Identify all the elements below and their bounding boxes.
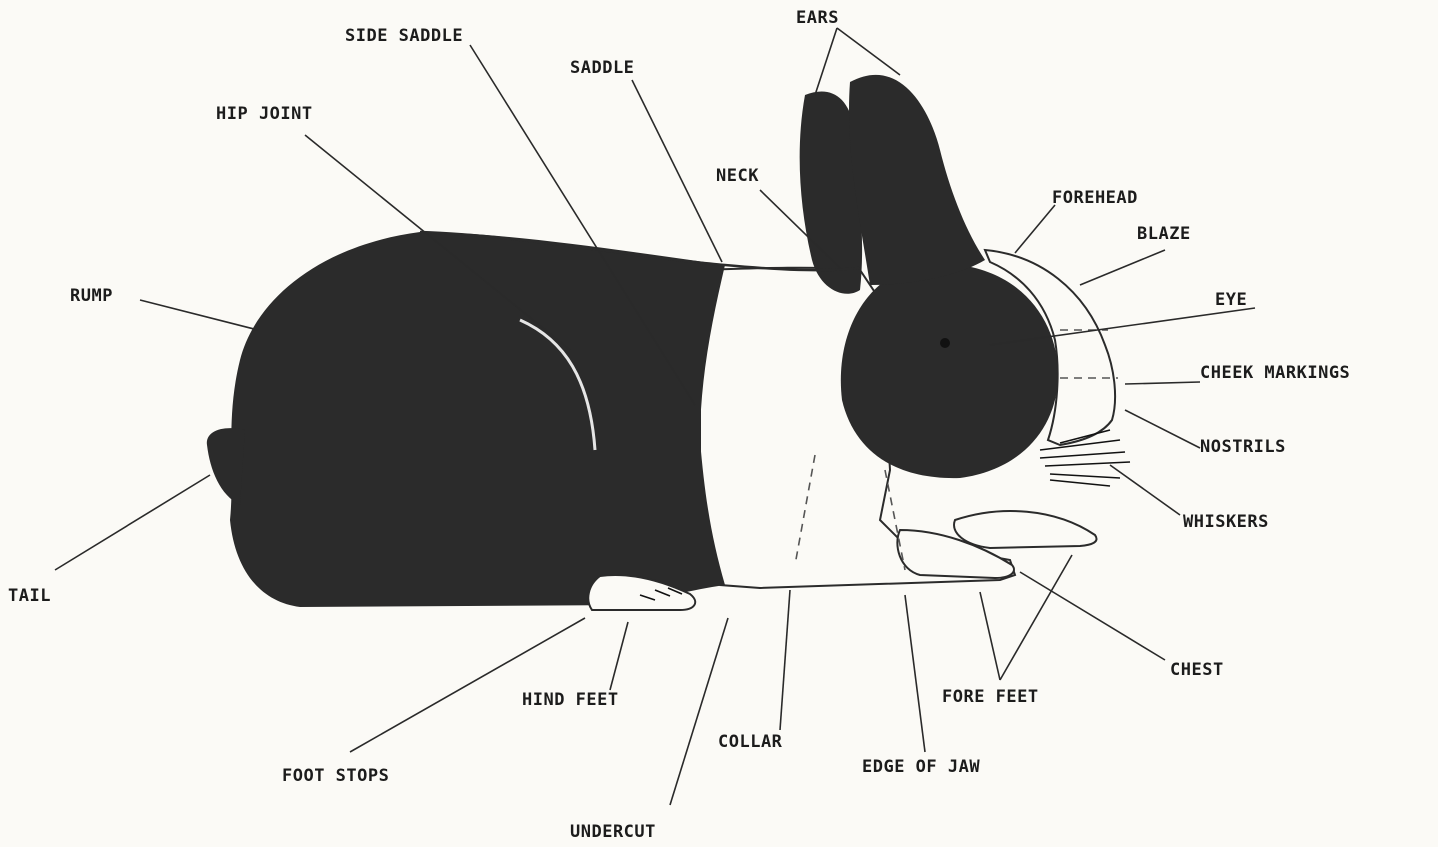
tail-shape <box>207 428 245 505</box>
leader-saddle <box>632 80 722 262</box>
leader-nostrils <box>1125 410 1200 448</box>
label-tail: TAIL <box>8 586 51 606</box>
leader-chest <box>1020 572 1165 660</box>
label-hip-joint: HIP JOINT <box>216 104 313 124</box>
leader-collar <box>780 590 790 730</box>
label-rump: RUMP <box>70 286 113 306</box>
leader-edge-of-jaw <box>905 595 925 752</box>
leader-fore-feet-1 <box>980 592 1000 680</box>
label-chest: CHEST <box>1170 660 1224 680</box>
leader-foot-stops <box>350 618 585 752</box>
label-hind-feet: HIND FEET <box>522 690 619 710</box>
leader-cheek <box>1125 382 1200 384</box>
leader-whiskers <box>1110 465 1180 515</box>
leader-forehead <box>1015 205 1055 253</box>
eye-shape <box>940 338 950 348</box>
label-whiskers: WHISKERS <box>1183 512 1269 532</box>
label-collar: COLLAR <box>718 732 782 752</box>
leader-hind-feet <box>610 622 628 690</box>
leader-blaze <box>1080 250 1165 285</box>
label-eye: EYE <box>1215 290 1247 310</box>
label-foot-stops: FOOT STOPS <box>282 766 389 786</box>
leader-rump <box>140 300 258 330</box>
leader-undercut <box>670 618 728 805</box>
hindquarters-dark <box>230 232 725 607</box>
label-undercut: UNDERCUT <box>570 822 656 842</box>
label-cheek-markings: CHEEK MARKINGS <box>1200 363 1350 383</box>
label-nostrils: NOSTRILS <box>1200 437 1286 457</box>
head-dark <box>841 264 1058 478</box>
label-ears: EARS <box>796 8 839 28</box>
label-saddle: SADDLE <box>570 58 634 78</box>
label-forehead: FOREHEAD <box>1052 188 1138 208</box>
label-side-saddle: SIDE SADDLE <box>345 26 463 46</box>
label-neck: NECK <box>716 166 759 186</box>
leader-tail <box>55 475 210 570</box>
label-edge-of-jaw: EDGE OF JAW <box>862 757 980 777</box>
leader-ears-2 <box>837 28 900 75</box>
label-blaze: BLAZE <box>1137 224 1191 244</box>
label-fore-feet: FORE FEET <box>942 687 1039 707</box>
leader-ears-1 <box>815 28 837 95</box>
fore-foot-upper <box>954 511 1096 548</box>
ear-right <box>849 75 985 285</box>
